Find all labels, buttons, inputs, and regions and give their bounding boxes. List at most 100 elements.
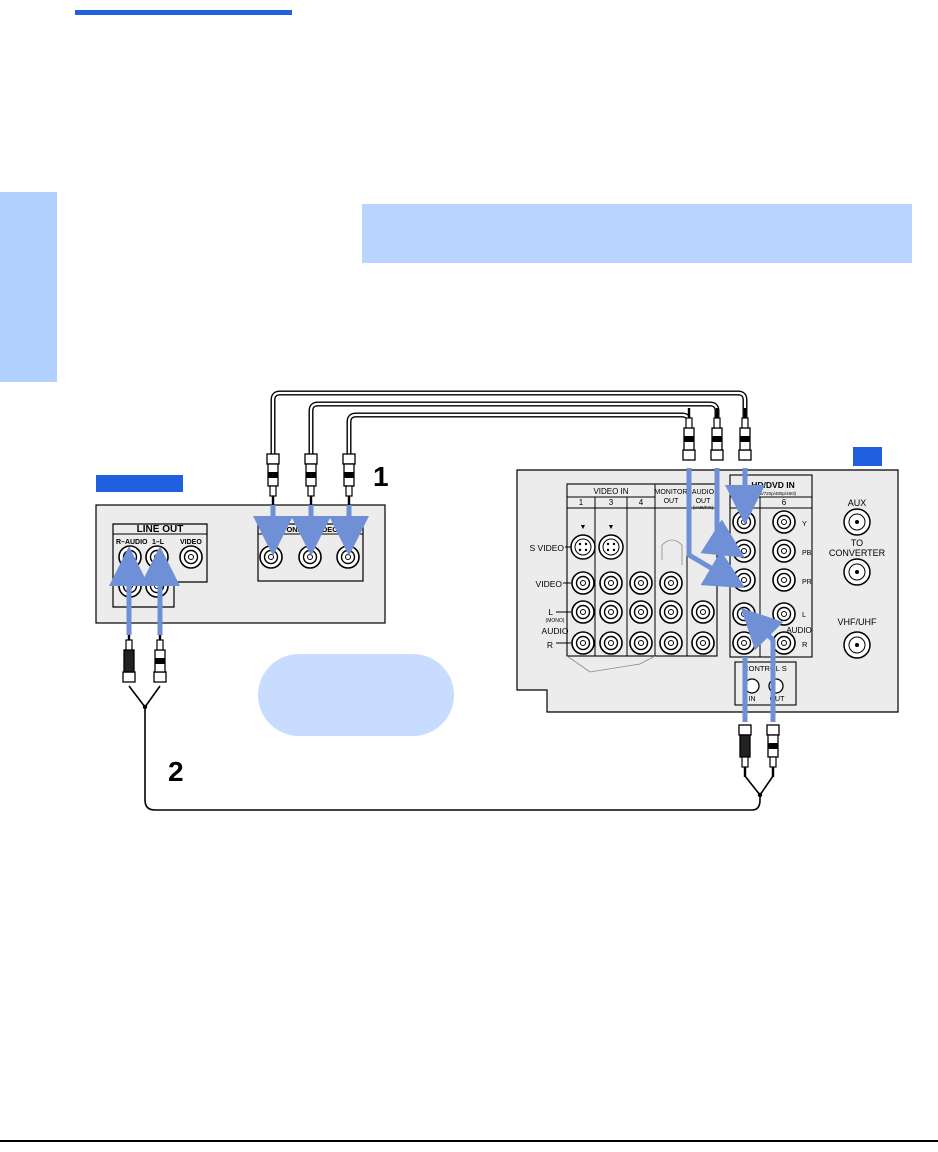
tv-audio-l-plug	[766, 724, 780, 778]
hd-dvd-pb-label: PB	[802, 550, 812, 557]
vcr-audio-r-jack	[118, 545, 142, 569]
row-label-r: R	[547, 640, 553, 650]
video-in-1-audio-l-jack	[571, 600, 595, 624]
video-in-col1: 1	[579, 498, 584, 507]
note-callout	[258, 654, 454, 736]
vcr-component-y-jack	[259, 545, 283, 569]
control-s-in-label: IN	[749, 696, 756, 703]
vhf-uhf-label: VHF/UHF	[838, 617, 877, 627]
hd-dvd-5-y-jack	[732, 510, 756, 534]
hd-dvd-6-audio-l-jack	[772, 602, 796, 626]
hd-dvd-title: HD/DVD IN	[751, 480, 794, 490]
audio-out-line2: OUT	[696, 498, 712, 505]
hd-dvd-6-audio-r-jack	[772, 631, 796, 655]
tv-rear-panel: VIDEO IN 1 3 4 MONITOR OUT AUDIO OUT (VA…	[516, 469, 899, 713]
monitor-out-audio-r-jack	[659, 631, 683, 655]
audio-out-l-jack	[691, 600, 715, 624]
section-tab	[0, 192, 57, 382]
hd-dvd-6-pb-jack	[772, 539, 796, 563]
tv-pb-plug	[710, 407, 724, 461]
video-in-3-video-jack	[599, 571, 623, 595]
s-video-jack-3	[598, 534, 624, 560]
vcr-pr-plug	[342, 453, 356, 507]
line-out-title: LINE OUT	[137, 524, 184, 535]
component-pr-label: PR	[343, 539, 353, 546]
hd-dvd-5-audio-l-jack	[732, 602, 756, 626]
converter-label: CONVERTER	[829, 548, 886, 558]
audio-out-r-jack	[691, 631, 715, 655]
hd-dvd-formats: (1080i/720p/480p/480i)	[750, 491, 797, 496]
video-in-4-video-jack	[629, 571, 653, 595]
header-rule	[75, 10, 292, 15]
vcr-audio-l2-jack	[145, 574, 169, 598]
control-s-title: CONTROL S	[743, 664, 786, 673]
audio-out-line1: AUDIO	[692, 489, 715, 496]
hd-dvd-6-pr-jack	[772, 568, 796, 592]
video-in-4-audio-r-jack	[629, 631, 653, 655]
video-in-3-audio-l-jack	[599, 600, 623, 624]
svg-text:▼: ▼	[580, 524, 587, 531]
audio-out-line3: (VAR/FIX)	[693, 505, 714, 510]
video-in-col4: 4	[639, 498, 644, 507]
vcr-component-pr-jack	[336, 545, 360, 569]
monitor-out-line1: MONITOR	[655, 489, 688, 496]
row-label-mono: (MONO)	[546, 618, 565, 624]
component-pb-label: PB	[305, 539, 315, 546]
footer-rule	[0, 1140, 938, 1142]
video-in-3-audio-r-jack	[599, 631, 623, 655]
row-label-l: L	[548, 607, 553, 617]
vcr-label-tag	[96, 475, 183, 492]
svg-text:▼: ▼	[608, 524, 615, 531]
hd-dvd-5-pb-jack	[732, 539, 756, 563]
hd-dvd-col6: 6	[782, 498, 787, 507]
monitor-out-video-jack	[659, 571, 683, 595]
video-in-4-audio-l-jack	[629, 600, 653, 624]
hd-dvd-audio-label: AUDIO	[786, 626, 811, 635]
to-label: TO	[851, 538, 863, 548]
vcr-video-jack	[179, 545, 203, 569]
aux-antenna-connector	[843, 508, 871, 536]
hd-dvd-pr-label: PR	[802, 579, 812, 586]
hd-dvd-5-audio-r-jack	[732, 631, 756, 655]
line-out-channel-l: 1–L	[152, 539, 165, 546]
monitor-out-audio-l-jack	[659, 600, 683, 624]
hd-dvd-5-pr-jack	[732, 568, 756, 592]
row-label-s-video: S VIDEO	[530, 543, 565, 553]
vcr-audio-l-plug	[153, 629, 167, 683]
vcr-audio-r-plug	[122, 629, 136, 683]
video-in-1-audio-r-jack	[571, 631, 595, 655]
hd-dvd-r-label: R	[802, 640, 808, 649]
row-label-video: VIDEO	[536, 579, 563, 589]
component-y-label: Y	[269, 539, 274, 546]
line-out-video: VIDEO	[180, 539, 202, 546]
tv-audio-r-plug	[738, 724, 752, 778]
hd-dvd-l-label: L	[802, 610, 806, 619]
tv-y-plug	[738, 407, 752, 461]
vcr-pb-plug	[304, 453, 318, 507]
video-in-title: VIDEO IN	[593, 487, 628, 496]
tv-label-tag	[853, 447, 882, 466]
connection-arrows	[109, 468, 784, 722]
s-video-jack-1	[570, 534, 596, 560]
component-video-cable	[270, 390, 748, 458]
dvd-player-panel: LINE OUT R–AUDIO 1–L VIDEO COMPONENT VID…	[95, 504, 386, 624]
vcr-y-plug	[266, 453, 280, 507]
to-converter-connector	[843, 558, 871, 586]
step-2-number: 2	[168, 756, 184, 787]
vcr-audio-l-jack	[145, 545, 169, 569]
vcr-component-pb-jack	[298, 545, 322, 569]
control-s-out-label: OUT	[770, 696, 786, 703]
hd-dvd-y-label: Y	[802, 519, 807, 528]
video-in-col3: 3	[609, 498, 614, 507]
video-in-1-video-jack	[571, 571, 595, 595]
row-label-audio: AUDIO	[542, 626, 569, 636]
step-1-number: 1	[373, 461, 389, 492]
instruction-banner	[362, 204, 912, 263]
video-in-group	[566, 483, 718, 657]
line-out-r-audio: R–AUDIO	[116, 539, 148, 546]
vhf-uhf-connector	[843, 631, 871, 659]
hd-dvd-6-y-jack	[772, 510, 796, 534]
monitor-out-line2: OUT	[664, 498, 680, 505]
aux-label: AUX	[848, 498, 867, 508]
